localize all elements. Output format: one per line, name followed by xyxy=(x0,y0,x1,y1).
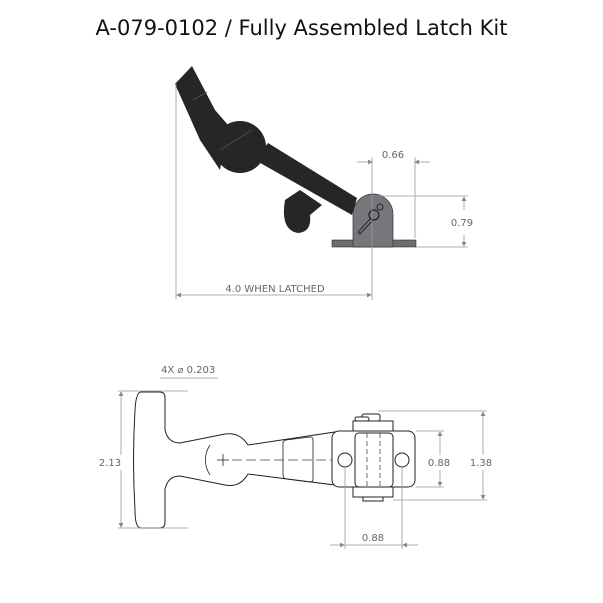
dimension-0-79: 0.79 xyxy=(378,195,473,248)
hole-callout: 4X ⌀ 0.203 xyxy=(161,365,215,376)
dimension-0-88-horizontal: 0.88 xyxy=(330,467,418,549)
top-view: 4X ⌀ 0.203 2.1 xyxy=(99,365,492,549)
dimension-1-38: 1.38 xyxy=(378,410,492,501)
dim-label-2-13: 2.13 xyxy=(99,458,121,469)
mounting-hole xyxy=(337,452,353,468)
latch-handle xyxy=(175,66,357,233)
dim-label-1-38: 1.38 xyxy=(470,458,492,469)
dimension-0-88-vertical: 0.88 xyxy=(416,430,450,488)
drawing-title: A-079-0102 / Fully Assembled Latch Kit xyxy=(95,16,508,40)
dim-label-0-88-vertical: 0.88 xyxy=(428,458,450,469)
dim-label-0-88-horizontal: 0.88 xyxy=(362,533,384,544)
dimension-0-66: 0.66 xyxy=(357,150,430,300)
latch-block-outline xyxy=(331,413,416,502)
mounting-hole xyxy=(394,452,410,468)
t-handle-outline xyxy=(133,391,336,529)
dim-label-0-66: 0.66 xyxy=(382,150,404,161)
bracket xyxy=(352,193,394,248)
dimension-4-0: 4.0 WHEN LATCHED xyxy=(175,84,372,299)
dim-label-4-0: 4.0 WHEN LATCHED xyxy=(225,284,325,295)
dimension-2-13: 2.13 xyxy=(99,390,188,529)
dim-label-0-79: 0.79 xyxy=(451,218,473,229)
side-view: 0.66 0.79 4.0 WHEN LATCHED xyxy=(175,66,473,300)
